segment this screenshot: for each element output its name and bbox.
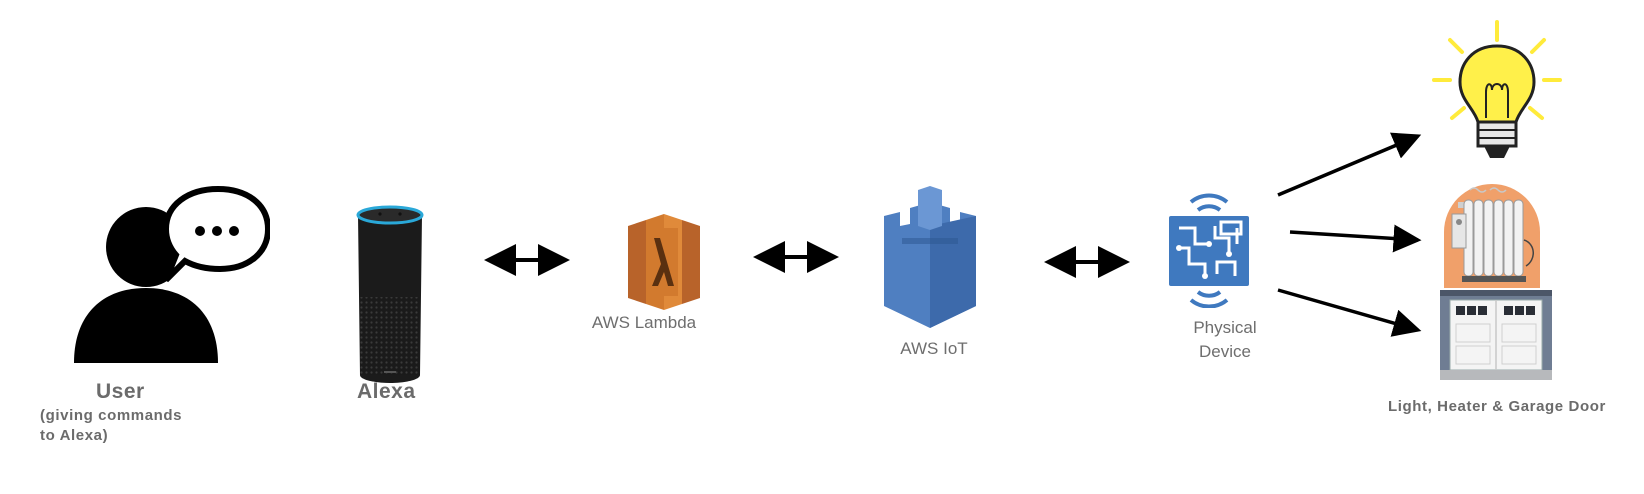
physical-device-icon	[1169, 193, 1249, 308]
devices-label: Light, Heater & Garage Door	[1388, 398, 1606, 415]
aws-iot-label: AWS IoT	[900, 339, 968, 358]
arrow-device-light	[1277, 132, 1422, 197]
physical-device-label-line2: Device	[1199, 342, 1251, 361]
user-subtitle-line2: to Alexa)	[40, 427, 109, 444]
aws-lambda-label: AWS Lambda	[591, 313, 697, 332]
user-icon	[74, 185, 270, 363]
physical-device-label-line1: Physical	[1193, 318, 1257, 337]
user-subtitle-line1: (giving commands	[40, 407, 183, 424]
arrow-device-heater	[1289, 224, 1422, 253]
alexa-echo-icon	[356, 205, 424, 383]
user-title: User	[96, 380, 145, 403]
physical-device-label: Physical Device	[1170, 316, 1280, 364]
garage-door-icon	[1440, 290, 1552, 380]
alexa-title: Alexa	[357, 380, 416, 403]
arrow-device-garage	[1277, 288, 1422, 337]
user-subtitle: (giving commands to Alexa)	[40, 406, 182, 446]
light-bulb-icon	[1432, 20, 1562, 158]
aws-lambda-icon	[628, 214, 700, 310]
heater-icon	[1444, 184, 1540, 288]
speech-bubble-icon	[162, 185, 270, 283]
aws-iot-icon	[884, 186, 976, 328]
